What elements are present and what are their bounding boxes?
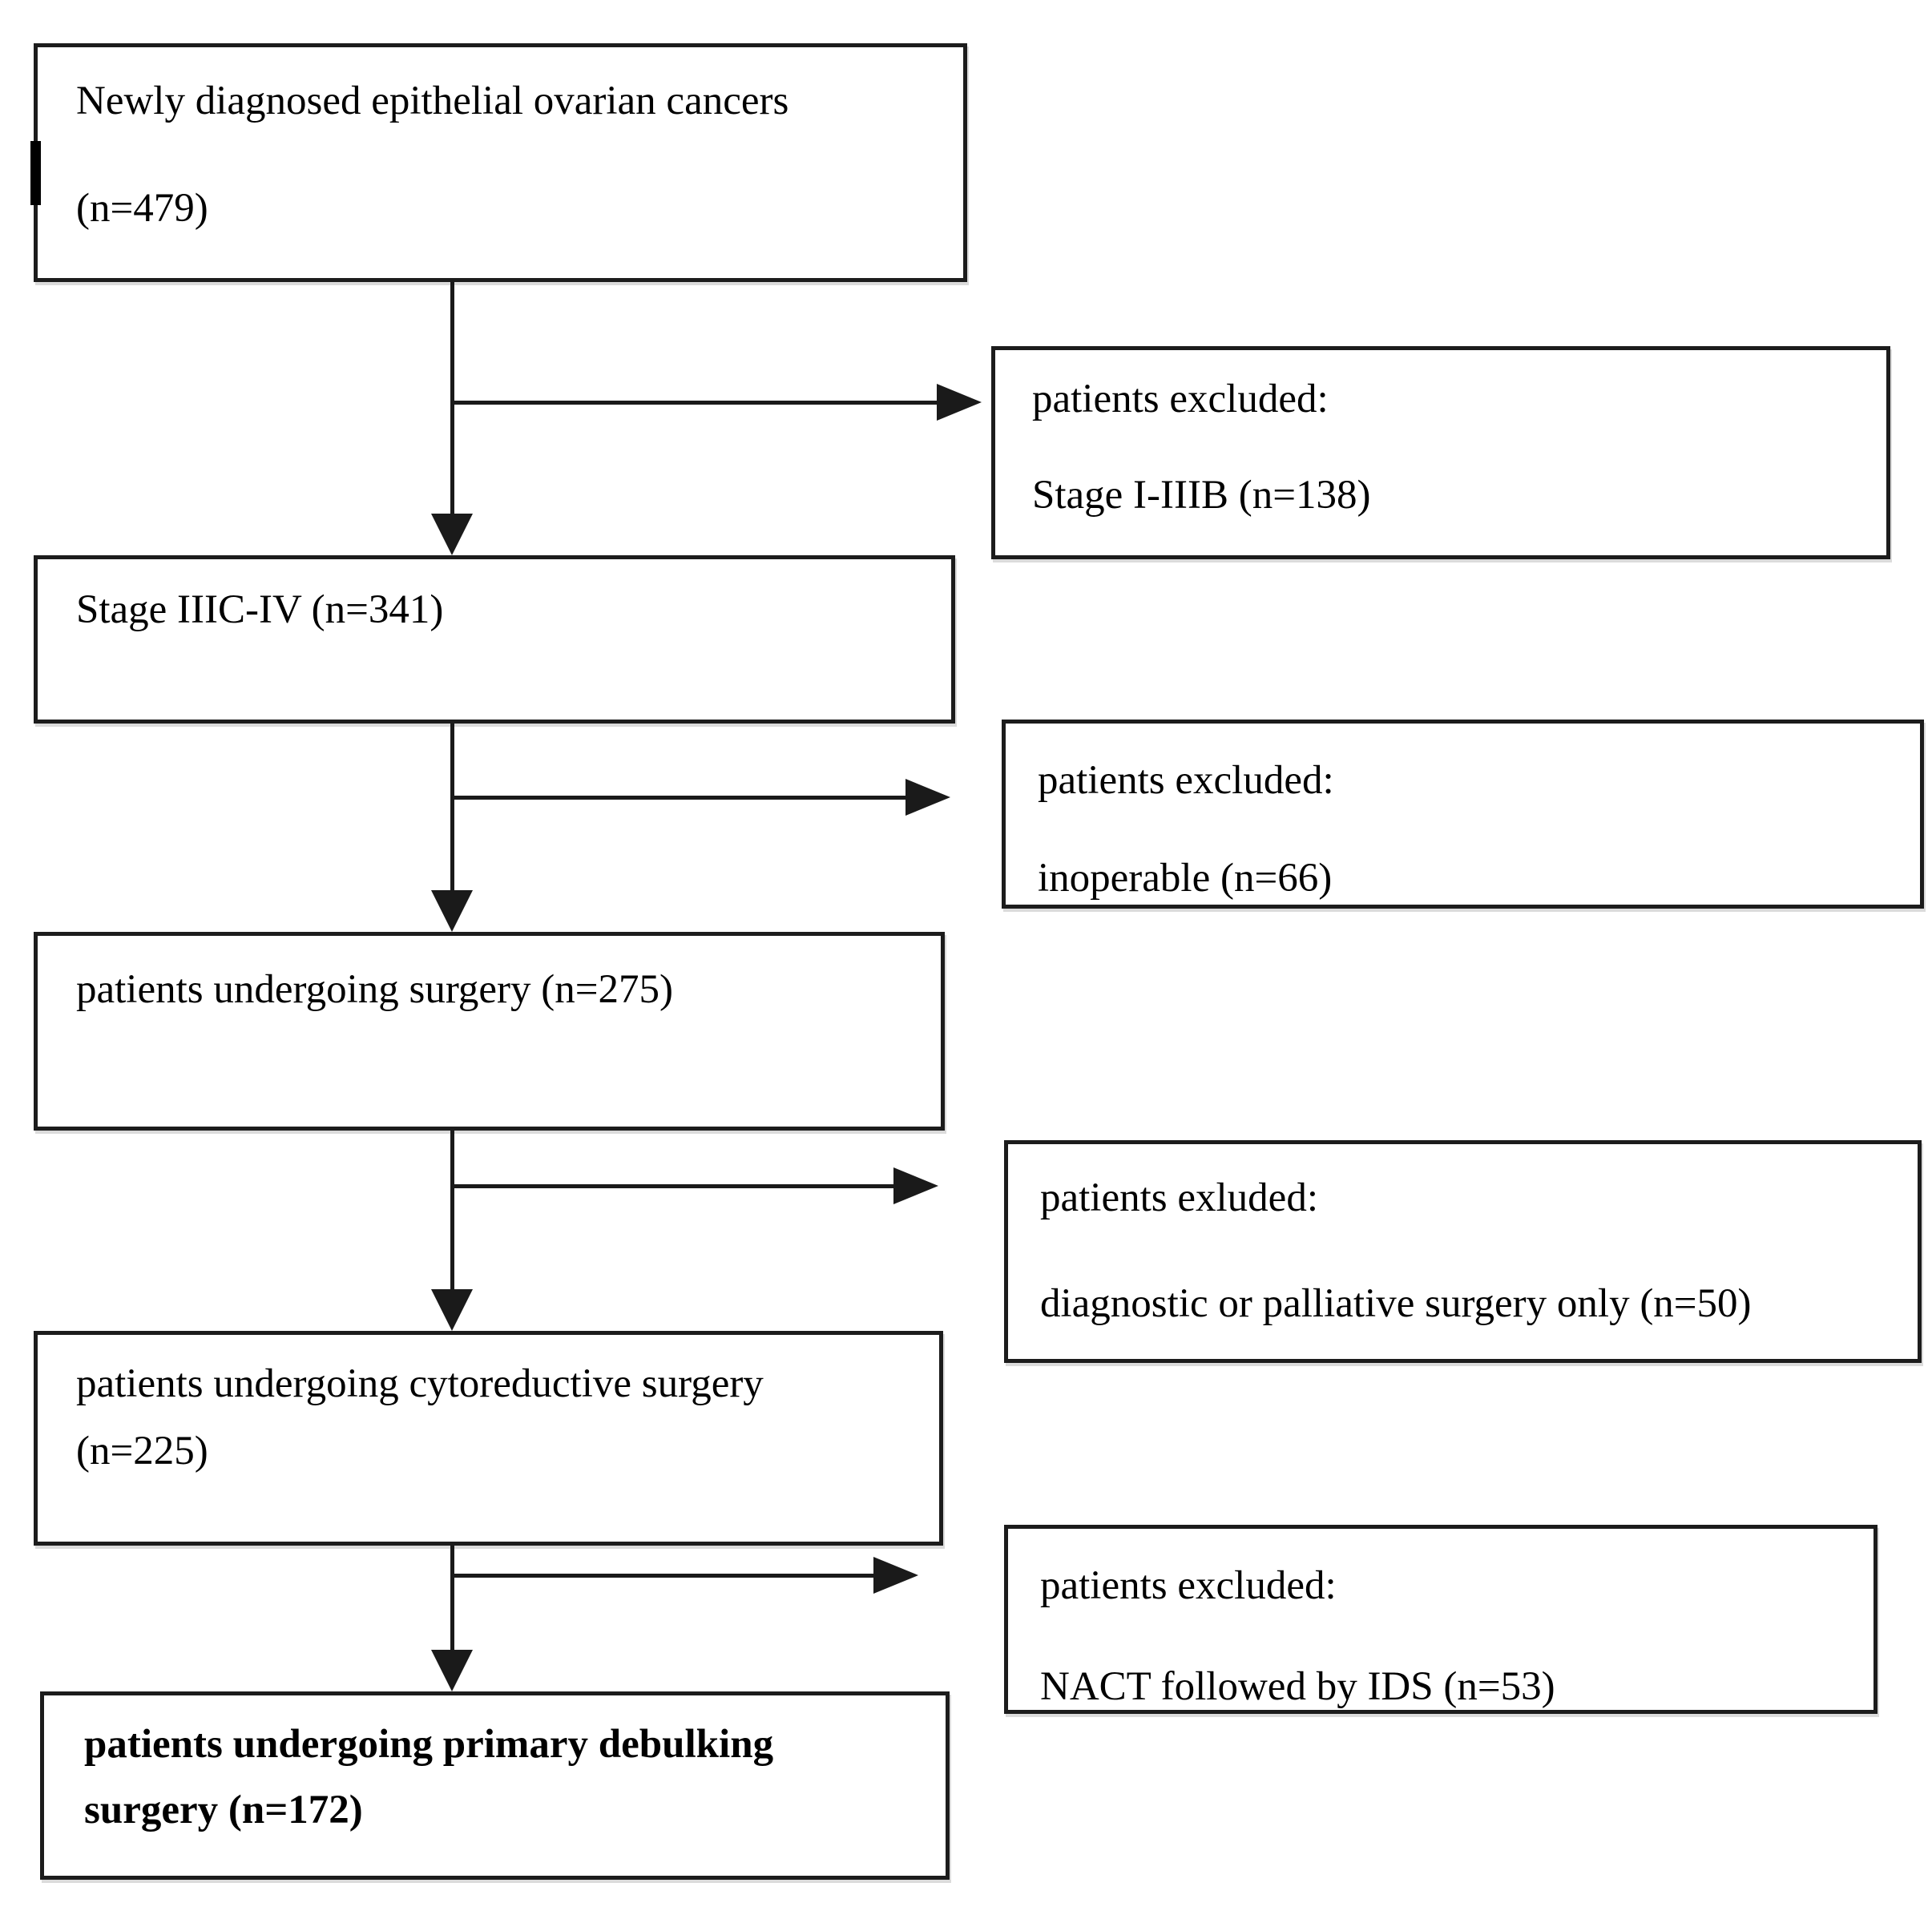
node-text-line: patients undergoing cytoreductive surger… — [76, 1361, 764, 1406]
branch-line-3 — [452, 1184, 895, 1188]
node-cytoreductive-surgery: patients undergoing cytoreductive surger… — [34, 1331, 943, 1546]
node-text-line: NACT followed by IDS (n=53) — [1040, 1664, 1555, 1710]
node-excluded-nact-ids: patients excluded: NACT followed by IDS … — [1004, 1525, 1878, 1714]
node-excluded-diagnostic-palliative: patients exluded: diagnostic or palliati… — [1004, 1140, 1922, 1363]
arrowhead-down-icon — [431, 514, 473, 555]
arrowhead-right-icon — [873, 1557, 918, 1594]
connector-down-2 — [450, 724, 454, 892]
node-undergoing-surgery: patients undergoing surgery (n=275) — [34, 932, 945, 1131]
node-text-line: patients excluded: — [1040, 1563, 1337, 1608]
node-text-line: (n=479) — [76, 186, 208, 232]
cursor-artifact — [30, 141, 41, 205]
arrowhead-right-icon — [893, 1167, 938, 1204]
node-text-line: diagnostic or palliative surgery only (n… — [1040, 1281, 1752, 1327]
node-text-line: Stage I-IIIB (n=138) — [1032, 473, 1371, 518]
node-excluded-inoperable: patients excluded: inoperable (n=66) — [1002, 720, 1924, 909]
branch-line-2 — [452, 796, 907, 800]
node-text-line: Stage IIIC-IV (n=341) — [76, 587, 444, 632]
arrowhead-down-icon — [431, 890, 473, 932]
connector-down-1 — [450, 282, 454, 517]
node-text-line: surgery (n=172) — [84, 1788, 363, 1833]
node-text-line: Newly diagnosed epithelial ovarian cance… — [76, 79, 789, 123]
node-text-line: (n=225) — [76, 1429, 208, 1474]
node-newly-diagnosed: Newly diagnosed epithelial ovarian cance… — [34, 43, 967, 282]
branch-line-1 — [452, 401, 938, 405]
node-text-line: patients exluded: — [1040, 1175, 1318, 1220]
node-text-line: patients undergoing surgery (n=275) — [76, 967, 674, 1012]
node-primary-debulking: patients undergoing primary debulking su… — [40, 1691, 950, 1880]
node-text-line: patients undergoing primary debulking — [84, 1722, 774, 1767]
branch-line-4 — [452, 1574, 875, 1578]
arrowhead-down-icon — [431, 1650, 473, 1691]
connector-down-3 — [450, 1131, 454, 1291]
node-excluded-stage-i-iiib: patients excluded: Stage I-IIIB (n=138) — [991, 346, 1890, 559]
arrowhead-down-icon — [431, 1289, 473, 1331]
arrowhead-right-icon — [937, 384, 982, 421]
node-stage-iiic-iv: Stage IIIC-IV (n=341) — [34, 555, 955, 724]
arrowhead-right-icon — [905, 779, 950, 816]
node-text-line: patients excluded: — [1032, 377, 1329, 421]
node-text-line: inoperable (n=66) — [1038, 856, 1333, 901]
node-text-line: patients excluded: — [1038, 758, 1334, 803]
connector-down-4 — [450, 1546, 454, 1651]
